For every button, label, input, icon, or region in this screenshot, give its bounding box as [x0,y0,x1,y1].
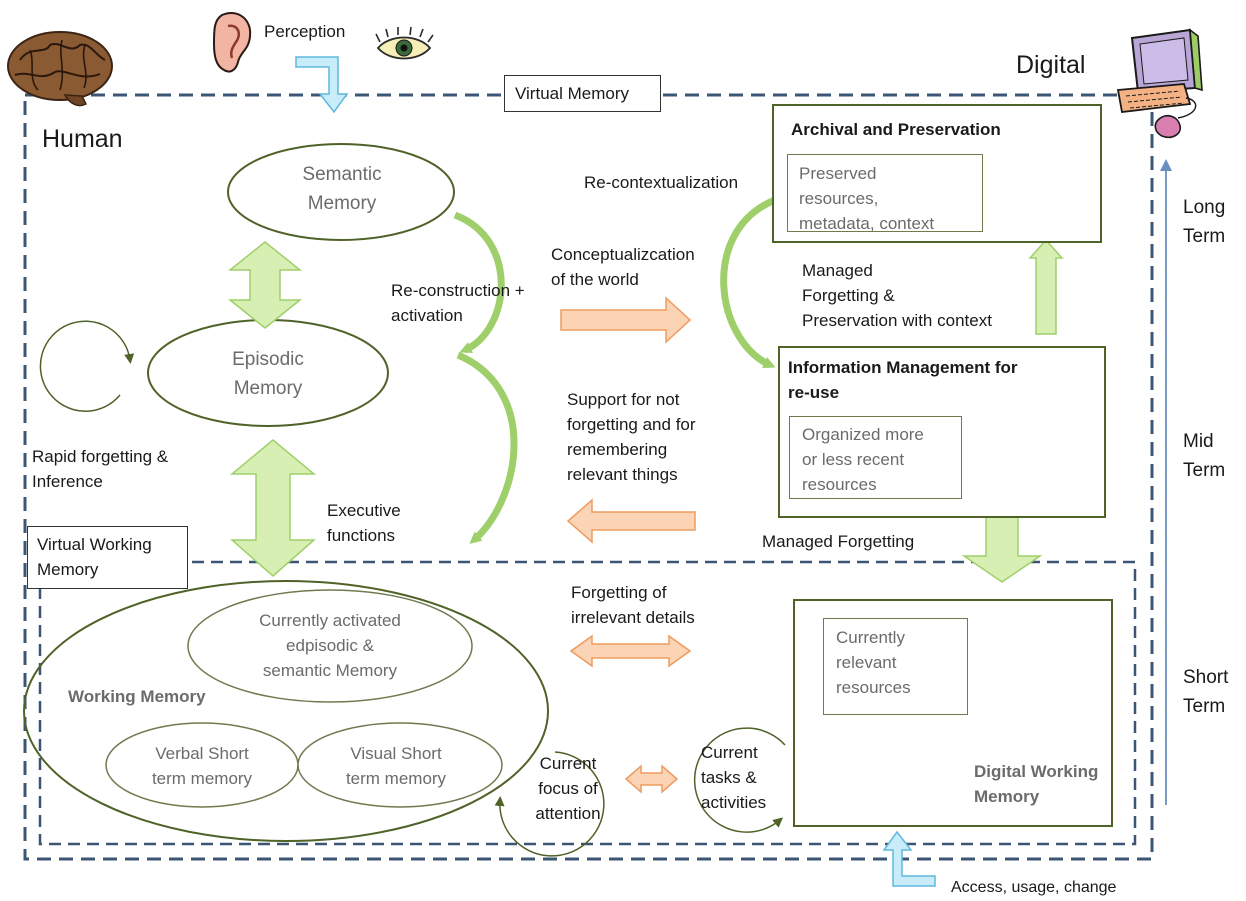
info-management-inner-box [789,416,962,499]
managed-forgetting-label: Managed Forgetting [762,532,915,551]
conceptualization-label: Conceptualizcation of the world [551,245,695,289]
visual-stm-ellipse [297,722,503,808]
short-term-label: Short Term [1183,667,1229,717]
access-usage-label: Access, usage, change [951,879,1117,896]
recontextualization-curve-arrow [720,196,777,369]
support-not-forgetting-label: Support for not forgetting and for remem… [567,390,696,484]
ear-icon [212,12,252,73]
virtual-working-memory-label: Virtual Working Memory [37,535,152,579]
managed-forgetting-preservation-label: Managed Forgetting & Preservation with c… [802,261,992,330]
forgetting-irrelevant-label: Forgetting of irrelevant details [571,583,695,627]
executive-curve-arrow [456,351,518,544]
verbal-stm-label: Verbal Short term memory [151,744,253,788]
semantic-episodic-arrow [227,241,303,329]
support-remembering-arrow [566,498,696,544]
archival-inner-text: Preserved resources, metadata, context [799,164,935,233]
perception-arrow [295,56,349,114]
working-memory-label: Working Memory [68,687,206,706]
visual-stm-label: Visual Short term memory [345,744,447,788]
perception-label: Perception [264,22,346,41]
info-management-inner-text: Organized more or less recent resources [802,425,924,494]
archival-inner-box [787,154,983,232]
forgetting-irrelevant-arrow [569,634,692,668]
managed-preservation-up-arrow [1028,238,1064,335]
executive-functions-label: Executive functions [327,501,401,545]
currently-activated-ellipse [187,589,473,703]
current-focus-cycle [494,751,605,857]
semantic-memory-ellipse [227,143,455,241]
virtual-working-memory-frame [38,560,1137,846]
human-title: Human [42,125,123,153]
archival-title: Archival and Preservation [791,120,1001,139]
rapid-forgetting-label: Rapid forgetting & Inference [32,447,169,491]
focus-tasks-arrow [624,764,679,794]
semantic-memory-label: Semantic Memory [302,164,382,214]
digital-working-memory-inner-box [823,618,968,715]
recontextualization-label: Re-contextualization [584,173,739,192]
episodic-working-arrow [229,439,317,577]
access-usage-arrow [882,830,936,887]
digital-working-memory-title: Digital Working Memory [974,762,1099,806]
brain-icon [7,31,113,107]
eye-icon [375,26,434,60]
mid-term-label: Mid Term [1183,431,1226,481]
virtual-memory-label-box [504,75,661,112]
digital-working-memory-inner-text: Currently relevant resources [836,628,911,697]
current-tasks-label: Current tasks & activities [701,743,767,812]
rapid-forgetting-cycle-arrow [39,320,135,412]
currently-activated-label: Currently activated edpisodic & semantic… [259,611,401,680]
working-memory-ellipse [23,580,549,842]
conceptualization-arrow [560,296,692,344]
current-tasks-cycle [693,727,786,833]
digital-title: Digital [1016,51,1086,79]
computer-icon [1116,28,1203,139]
episodic-memory-label: Episodic Memory [232,349,304,399]
long-term-label: Long Term [1183,197,1226,247]
virtual-memory-label: Virtual Memory [515,84,629,103]
info-management-title: Information Management for re-use [788,358,1018,402]
current-focus-label: Current focus of attention [535,754,601,823]
reconstruction-curve-arrow [453,211,505,354]
virtual-working-memory-label-box [27,526,188,589]
reconstruction-label: Re-construction + activation [391,281,525,325]
